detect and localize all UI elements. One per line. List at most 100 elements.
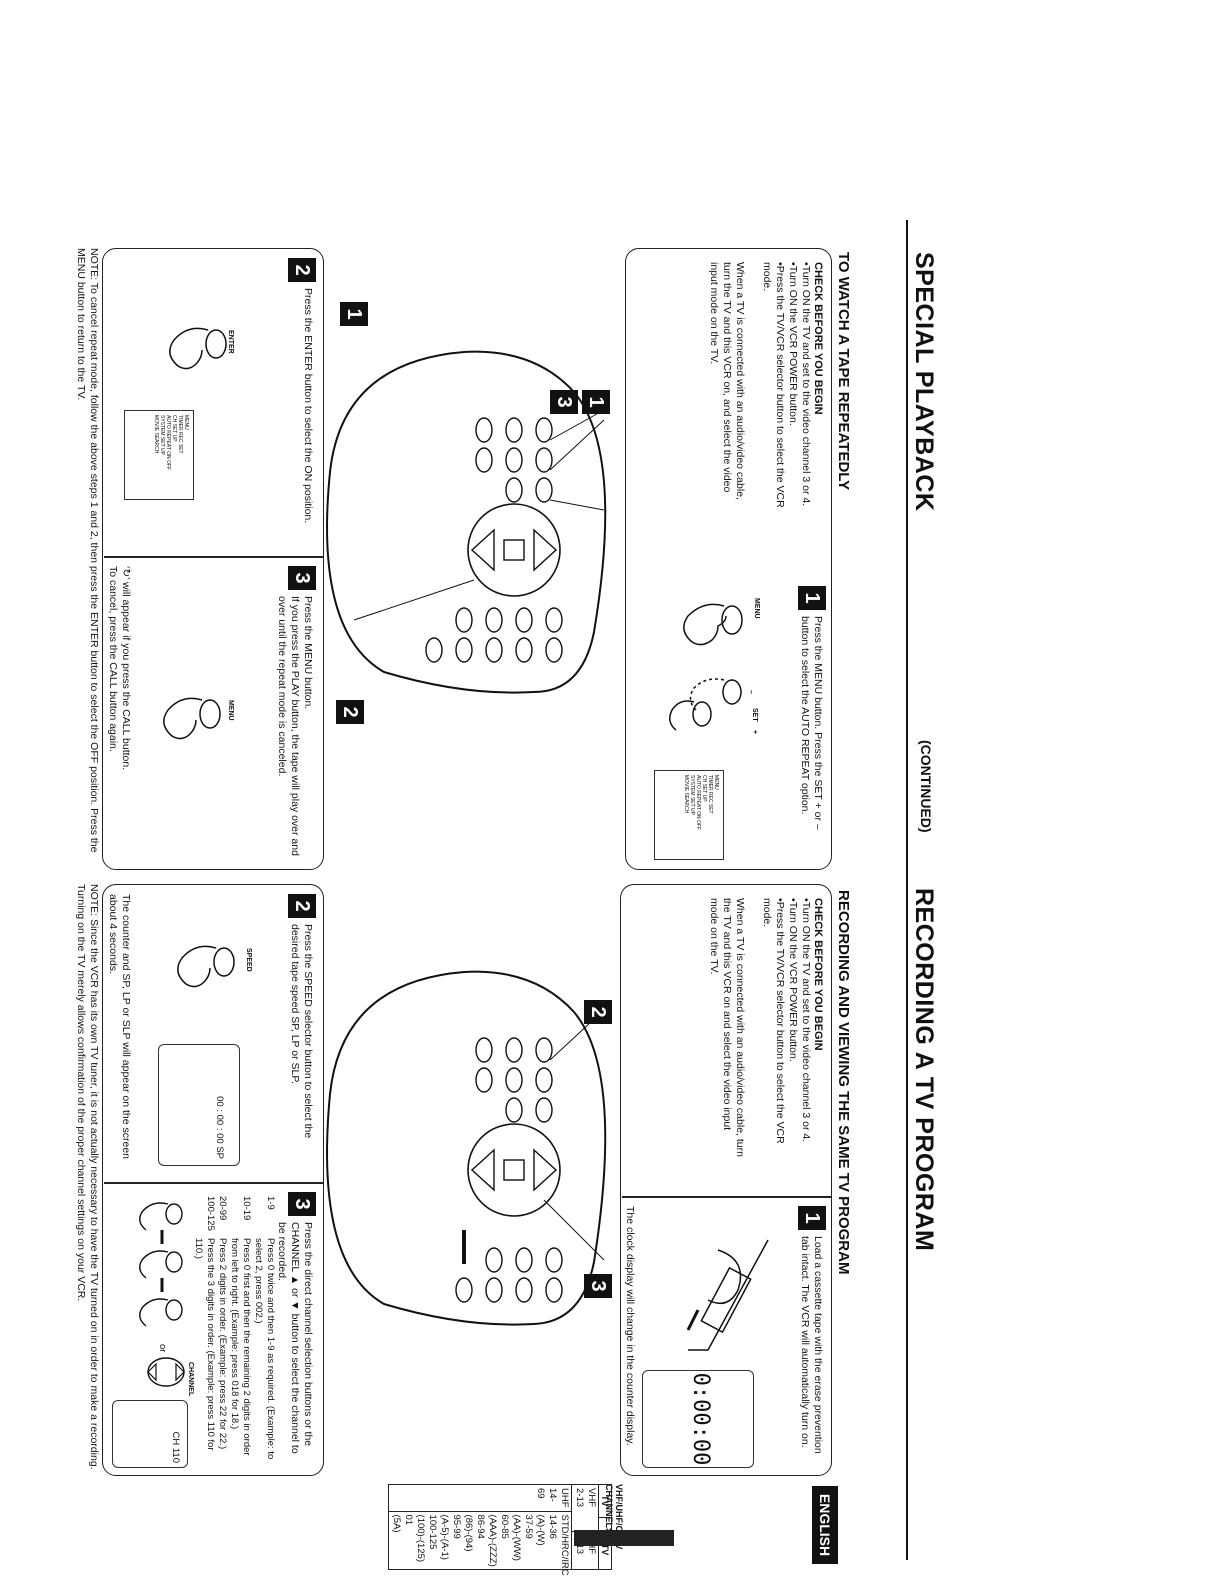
right-check-note: When a TV is connected with an audio/vid… bbox=[708, 898, 746, 1157]
left-step3-number: 3 bbox=[288, 566, 316, 590]
left-callout-2: 2 bbox=[336, 700, 364, 724]
catv-item: 95-99 bbox=[451, 1514, 462, 1539]
tv-range: 2-13 bbox=[574, 1488, 585, 1508]
remote-control-illustration bbox=[326, 350, 607, 694]
tv-range: 14-69 bbox=[535, 1488, 558, 1502]
left-callout-3: 3 bbox=[550, 390, 578, 414]
channel-screen-display: CH 110 bbox=[170, 1431, 181, 1463]
hand-press-icon bbox=[163, 697, 221, 740]
right-upper-divider bbox=[622, 1196, 832, 1198]
catv-item: 60-85 bbox=[499, 1514, 510, 1539]
remote-control-illustration bbox=[326, 970, 607, 1326]
language-tab: ENGLISH bbox=[812, 1486, 838, 1564]
menu-button-label: MENU bbox=[753, 598, 760, 619]
left-heading: TO WATCH A TAPE REPEATEDLY bbox=[835, 252, 852, 491]
catv-system: STD/HRC/IRC bbox=[559, 1514, 570, 1576]
catv-item: (A)-(W) bbox=[535, 1514, 546, 1546]
set-button-label: SET bbox=[751, 708, 758, 722]
channel-range: 20-99 bbox=[217, 1196, 228, 1221]
channel-desc: Press 2 digits in order. (Example: press… bbox=[217, 1238, 228, 1450]
catv-item: (5A) bbox=[391, 1514, 402, 1533]
channel-desc: Press 0 first and then the remaining 2 d… bbox=[229, 1238, 252, 1456]
tv-screen-icon: CH 110 bbox=[112, 1400, 188, 1468]
left-callout-1: 1 bbox=[340, 302, 368, 326]
channel-desc: Press the 3 digits in order. (Example: p… bbox=[193, 1238, 216, 1451]
channel-range: 100-125 bbox=[205, 1196, 216, 1231]
left-check-bullet: Turn ON the VCR POWER button. bbox=[786, 262, 799, 512]
page-mark bbox=[462, 1230, 466, 1264]
catv-item: (86)-(94) bbox=[463, 1514, 474, 1552]
catv-item: 14-36 bbox=[547, 1514, 558, 1539]
left-step3-detail: If you press the PLAY button, the tape w… bbox=[276, 596, 301, 856]
channel-range: 1-9 bbox=[265, 1196, 276, 1210]
catv-item: (100)-(125) bbox=[415, 1514, 426, 1563]
speed-counter-display: 00 : 00 : 00 SP bbox=[214, 1096, 225, 1159]
catv-item: 37-59 bbox=[523, 1514, 534, 1539]
left-step3-text: Press the MENU button. bbox=[302, 596, 314, 710]
right-step1-text: Load a cassette tape with the erase prev… bbox=[799, 1236, 824, 1454]
set-plus-label: + bbox=[751, 730, 758, 735]
left-callout-1-top: 1 bbox=[582, 390, 610, 414]
right-check-section: CHECK BEFORE YOU BEGIN Turn ON the TV an… bbox=[707, 898, 824, 1158]
left-step1-text: Press the MENU button. Press the SET + o… bbox=[799, 616, 824, 830]
left-check-bullet: Press the TV/VCR selector button to sele… bbox=[760, 262, 786, 512]
vcr-display-icon: 0:00:00 bbox=[642, 1370, 754, 1468]
right-check-title: CHECK BEFORE YOU BEGIN bbox=[812, 898, 824, 1051]
catv-item: 100-125 bbox=[427, 1514, 438, 1550]
catv-item: (AA)-(WW) bbox=[511, 1514, 522, 1561]
right-step1-number: 1 bbox=[798, 1206, 826, 1230]
right-lower-divider bbox=[104, 1182, 324, 1184]
right-note: NOTE: Since the VCR has its own TV tuner… bbox=[75, 884, 100, 1470]
channel-range: 10-19 bbox=[241, 1196, 252, 1221]
right-check-bullet: Turn ON the VCR POWER button. bbox=[786, 898, 799, 1158]
hand-press-icon bbox=[669, 603, 743, 731]
right-callout-3: 3 bbox=[584, 1274, 612, 1298]
speed-button-label: SPEED bbox=[245, 948, 252, 972]
channel-table: TV CATV bbox=[598, 1484, 612, 1570]
tv-screen-icon: 00 : 00 : 00 SP bbox=[158, 1044, 240, 1166]
vcr-cassette-illustration bbox=[686, 1239, 769, 1351]
table-header: TV bbox=[598, 1484, 612, 1518]
left-note: NOTE: To cancel repeat mode, follow the … bbox=[75, 248, 100, 853]
right-step3-number: 3 bbox=[288, 1192, 316, 1216]
set-minus-label: – bbox=[747, 690, 754, 694]
left-lower-divider bbox=[104, 556, 324, 558]
catv-item: 01 bbox=[403, 1514, 414, 1526]
hand-press-icon bbox=[177, 945, 235, 988]
left-check-bullet: Turn ON the TV and set to the video chan… bbox=[799, 262, 812, 512]
right-check-bullet: Press the TV/VCR selector button to sele… bbox=[760, 898, 786, 1158]
right-step2-note: The counter and SP, LP or SLP will appea… bbox=[107, 894, 132, 1160]
right-check-bullet: Turn ON the TV and set to the video chan… bbox=[799, 898, 812, 1158]
channel-desc: Press 0 twice and then 1-9 as required. … bbox=[253, 1238, 276, 1460]
right-callout-2: 2 bbox=[584, 1000, 612, 1024]
right-page-title: RECORDING A TV PROGRAM bbox=[910, 888, 938, 1252]
catv-item: (A-5)-(A-1) bbox=[439, 1514, 450, 1560]
page-edge-mark bbox=[574, 1530, 674, 1546]
channel-button-label: CHANNEL bbox=[187, 1362, 194, 1397]
tv-band: UHF bbox=[559, 1488, 570, 1508]
header-rule bbox=[906, 220, 908, 1560]
catv-item: 86-94 bbox=[475, 1514, 486, 1539]
table-cell: STD/HRC/IRC 14-36 (A)-(W) 37-59 (AA)-(WW… bbox=[389, 1512, 571, 1579]
right-step3-text: Press the direct channel selection butto… bbox=[276, 1222, 314, 1454]
left-page-title: SPECIAL PLAYBACK bbox=[910, 252, 938, 512]
right-heading: RECORDING AND VIEWING THE SAME TV PROGRA… bbox=[835, 890, 852, 1275]
left-step2-text: Press the ENTER button to select the ON … bbox=[302, 288, 314, 524]
menu-button-label: MENU bbox=[227, 700, 234, 721]
left-step3-cancel-note: To cancel, press the CALL button again. bbox=[107, 566, 119, 752]
continued-label: (CONTINUED) bbox=[918, 740, 934, 833]
left-check-section: CHECK BEFORE YOU BEGIN Turn ON the TV an… bbox=[707, 262, 824, 512]
left-step2-number: 2 bbox=[288, 258, 316, 282]
right-step2-text: Press the SPEED selector button to selec… bbox=[289, 924, 314, 1139]
or-label: or bbox=[157, 1344, 168, 1353]
